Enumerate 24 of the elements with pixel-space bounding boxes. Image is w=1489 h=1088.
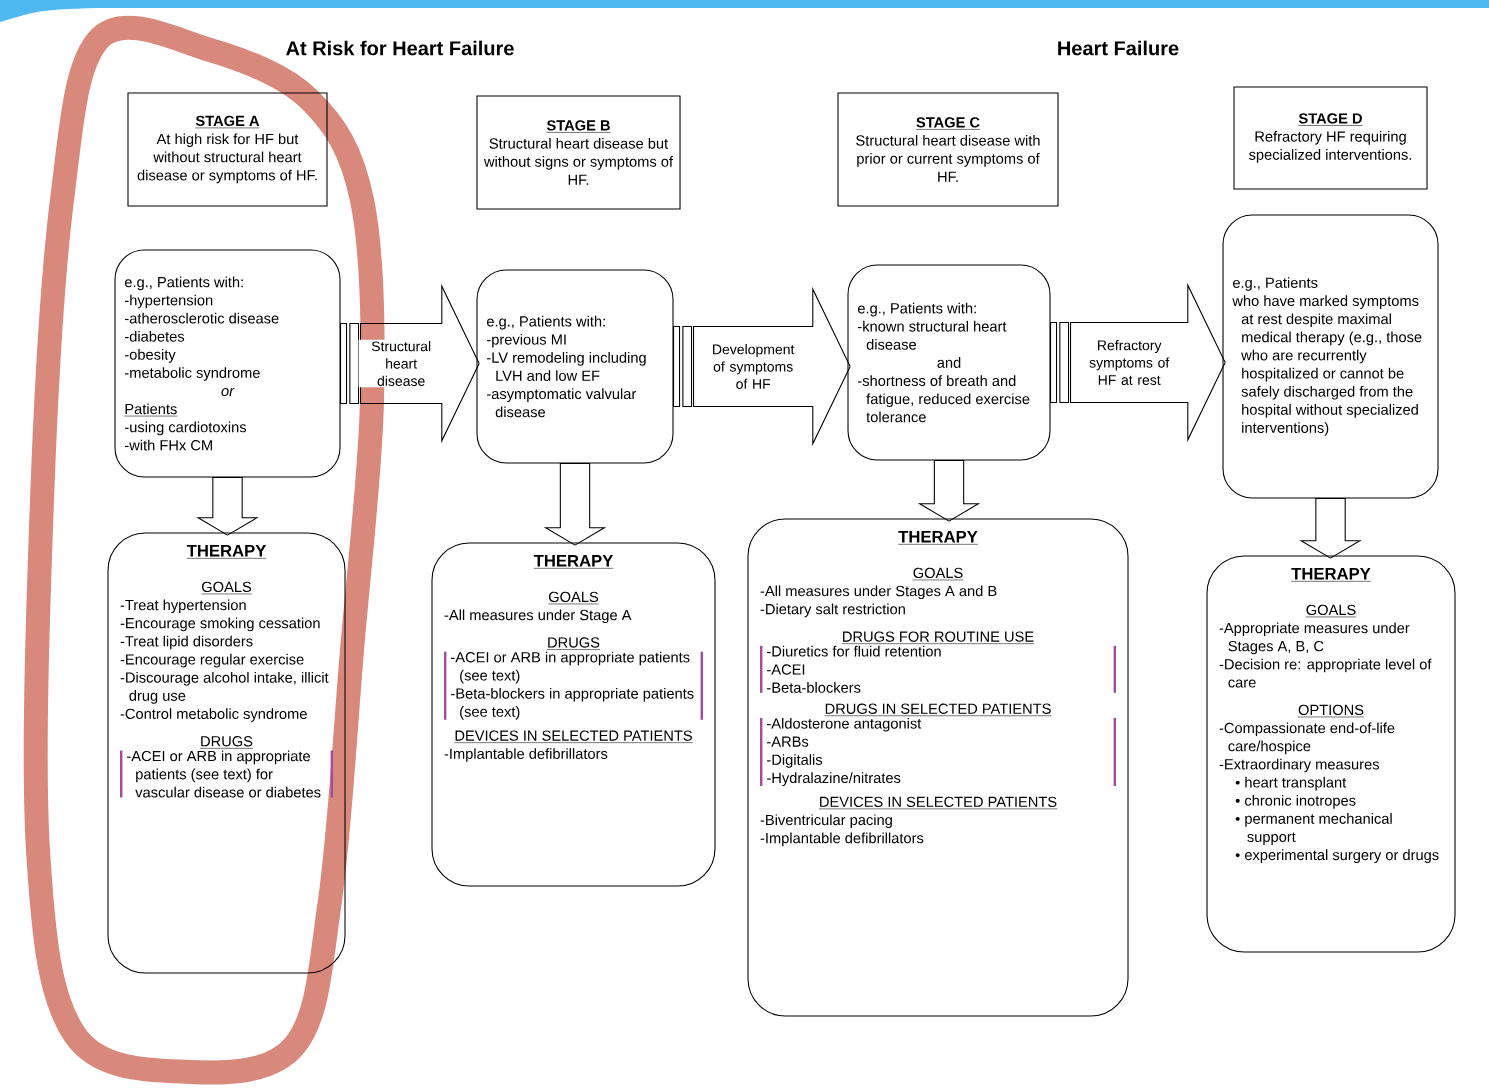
section-title: Heart Failure	[1058, 40, 1179, 56]
therapy-box: THERAPY GOALS -All measures under Stages A and B -Dietary salt restriction DRUGS FOR ROUTINE USE -Diuretics for fluid retention -ACEI -Beta-blockers DRUGS IN SELECTED PATIENTS -Aldosterone antagonist -ARBs -Digitalis -Hydralazine/nitrates DEVICES IN SELECTED PATIENTS -Biventricular pacing -Implantable defibrillators	[747, 518, 1129, 1017]
edge-label: Development of symptoms of HF	[710, 342, 796, 391]
edge-label: Refractory symptoms of HF at rest	[1086, 338, 1172, 387]
block-arrow	[196, 477, 259, 536]
stage-box: STAGE A At high risk for HF but without structural heart disease or symptoms of HF.	[127, 92, 328, 207]
patient-box: e.g., Patients who have marked symptoms at rest despite maximal medical therapy (e.g., those who are recurrently hospitalized or cannot be safely discharged from the hospital without specialized interventions)	[1222, 214, 1439, 499]
block-arrow	[340, 283, 480, 444]
patient-box: e.g., Patients with: -hypertension -atherosclerotic disease -diabetes -obesity -metabolic syndrome or Patients -using cardiotoxins -with FHx CM	[114, 249, 341, 478]
therapy-box: THERAPY GOALS -All measures under Stage A DRUGS -ACEI or ARB in appropriate patients (see text) -Beta-blockers in appropriate patients (see text) DEVICES IN SELECTED PATIENTS -Implantable defibrillators	[431, 542, 716, 887]
stage-box: STAGE B Structural heart disease but without signs or symptoms of HF.	[476, 95, 681, 210]
block-arrow	[1299, 498, 1362, 559]
stage-box: STAGE C Structural heart disease with prior or current symptoms of HF.	[837, 92, 1059, 207]
patient-box: e.g., Patients with: -known structural heart disease and -shortness of breath and fatigue, reduced exercise tolerance	[847, 264, 1051, 461]
block-arrow	[1050, 282, 1226, 443]
edge-label: Structural heart disease	[358, 339, 444, 388]
therapy-box: THERAPY GOALS -Appropriate measures under Stages A, B, C -Decision re: appropriate level of care OPTIONS -Compassionate end-of-life care/hospice -Extraordinary measures • heart transplant • chronic inotropes • permanent mechanical support • experimental surgery or drugs	[1206, 555, 1456, 953]
block-arrow	[543, 463, 607, 546]
section-title: At Risk for Heart Failure	[286, 40, 514, 56]
block-arrow	[917, 460, 981, 522]
therapy-box: THERAPY GOALS -Treat hypertension -Encourage smoking cessation -Treat lipid disorders -Encourage regular exercise -Discourage alcohol intake, illicit drug use -Control metabolic syndrome DRUGS -ACEI or ARB in appropriate patients (see text) for vascular disease or diabetes	[107, 532, 346, 974]
patient-box: e.g., Patients with: -previous MI -LV remodeling including LVH and low EF -asymptomatic valvular disease	[476, 269, 674, 464]
block-arrow	[673, 286, 851, 447]
stage-box: STAGE D Refractory HF requiring specialized interventions.	[1233, 86, 1428, 190]
